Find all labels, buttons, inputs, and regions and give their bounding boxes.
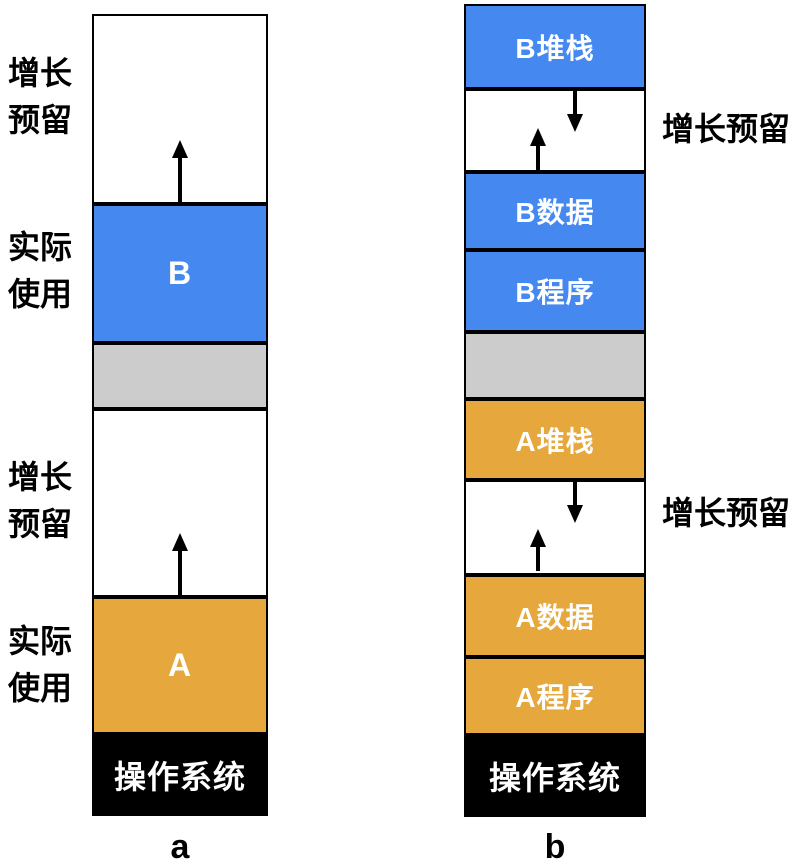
segment-label: B堆栈 bbox=[515, 32, 595, 64]
growth-arrow-up-icon bbox=[530, 529, 546, 571]
label-line: 预留 bbox=[8, 102, 73, 138]
growth-arrow-up-icon bbox=[172, 140, 188, 204]
segment-label: 操作系统 bbox=[488, 760, 621, 796]
segment-process-b: B bbox=[92, 204, 268, 343]
caption-a: a bbox=[170, 828, 190, 866]
segment-label: 操作系统 bbox=[113, 759, 246, 795]
segment-label: A程序 bbox=[515, 682, 595, 713]
segment-a-data: A数据 bbox=[464, 575, 646, 657]
label-line: 增长 bbox=[8, 459, 73, 495]
memory-column-a: B A 操作系统 bbox=[92, 14, 268, 816]
label-line: 预留 bbox=[8, 506, 73, 542]
growth-arrow-up-icon bbox=[172, 533, 188, 597]
label-line: 实际 bbox=[8, 623, 73, 659]
segment-unused-gap bbox=[464, 332, 646, 399]
growth-arrow-up-icon bbox=[530, 128, 546, 170]
growth-arrow-down-icon bbox=[567, 90, 583, 132]
segment-reserved-b bbox=[464, 89, 646, 172]
label-line: 实际 bbox=[8, 229, 73, 265]
label-growth-reserved-bottom-b: 增长预留 bbox=[662, 495, 791, 531]
segment-process-a: A bbox=[92, 597, 268, 734]
segment-label: A数据 bbox=[515, 602, 595, 633]
segment-a-stack: A堆栈 bbox=[464, 399, 646, 480]
segment-label: A bbox=[167, 647, 193, 683]
segment-reserved-a bbox=[464, 480, 646, 575]
segment-os: 操作系统 bbox=[464, 735, 646, 817]
label-growth-reserved-bottom-a: 增长 预留 bbox=[8, 454, 72, 548]
segment-unused-gap bbox=[92, 343, 268, 409]
label-growth-reserved-top-b: 增长预留 bbox=[662, 111, 791, 147]
growth-arrow-down-icon bbox=[567, 481, 583, 523]
label-actual-use-bottom-a: 实际 使用 bbox=[8, 618, 72, 712]
label-line: 使用 bbox=[8, 670, 73, 706]
caption-b: b bbox=[544, 828, 566, 866]
segment-label: B程序 bbox=[515, 277, 595, 308]
segment-b-stack: B堆栈 bbox=[464, 4, 646, 89]
label-line: 增长 bbox=[8, 55, 73, 91]
label-growth-reserved-top-a: 增长 预留 bbox=[8, 50, 72, 144]
segment-os: 操作系统 bbox=[92, 734, 268, 816]
segment-b-program: B程序 bbox=[464, 250, 646, 332]
segment-label: B数据 bbox=[515, 197, 595, 228]
segment-a-program: A程序 bbox=[464, 657, 646, 735]
segment-label: A堆栈 bbox=[515, 425, 595, 457]
segment-b-data: B数据 bbox=[464, 172, 646, 250]
label-actual-use-top-a: 实际 使用 bbox=[8, 224, 72, 318]
memory-column-b: B堆栈 B数据 B程序 A堆栈 A数据 A程序 操作系统 bbox=[464, 4, 646, 817]
segment-label: B bbox=[167, 255, 193, 291]
label-line: 使用 bbox=[8, 276, 73, 312]
